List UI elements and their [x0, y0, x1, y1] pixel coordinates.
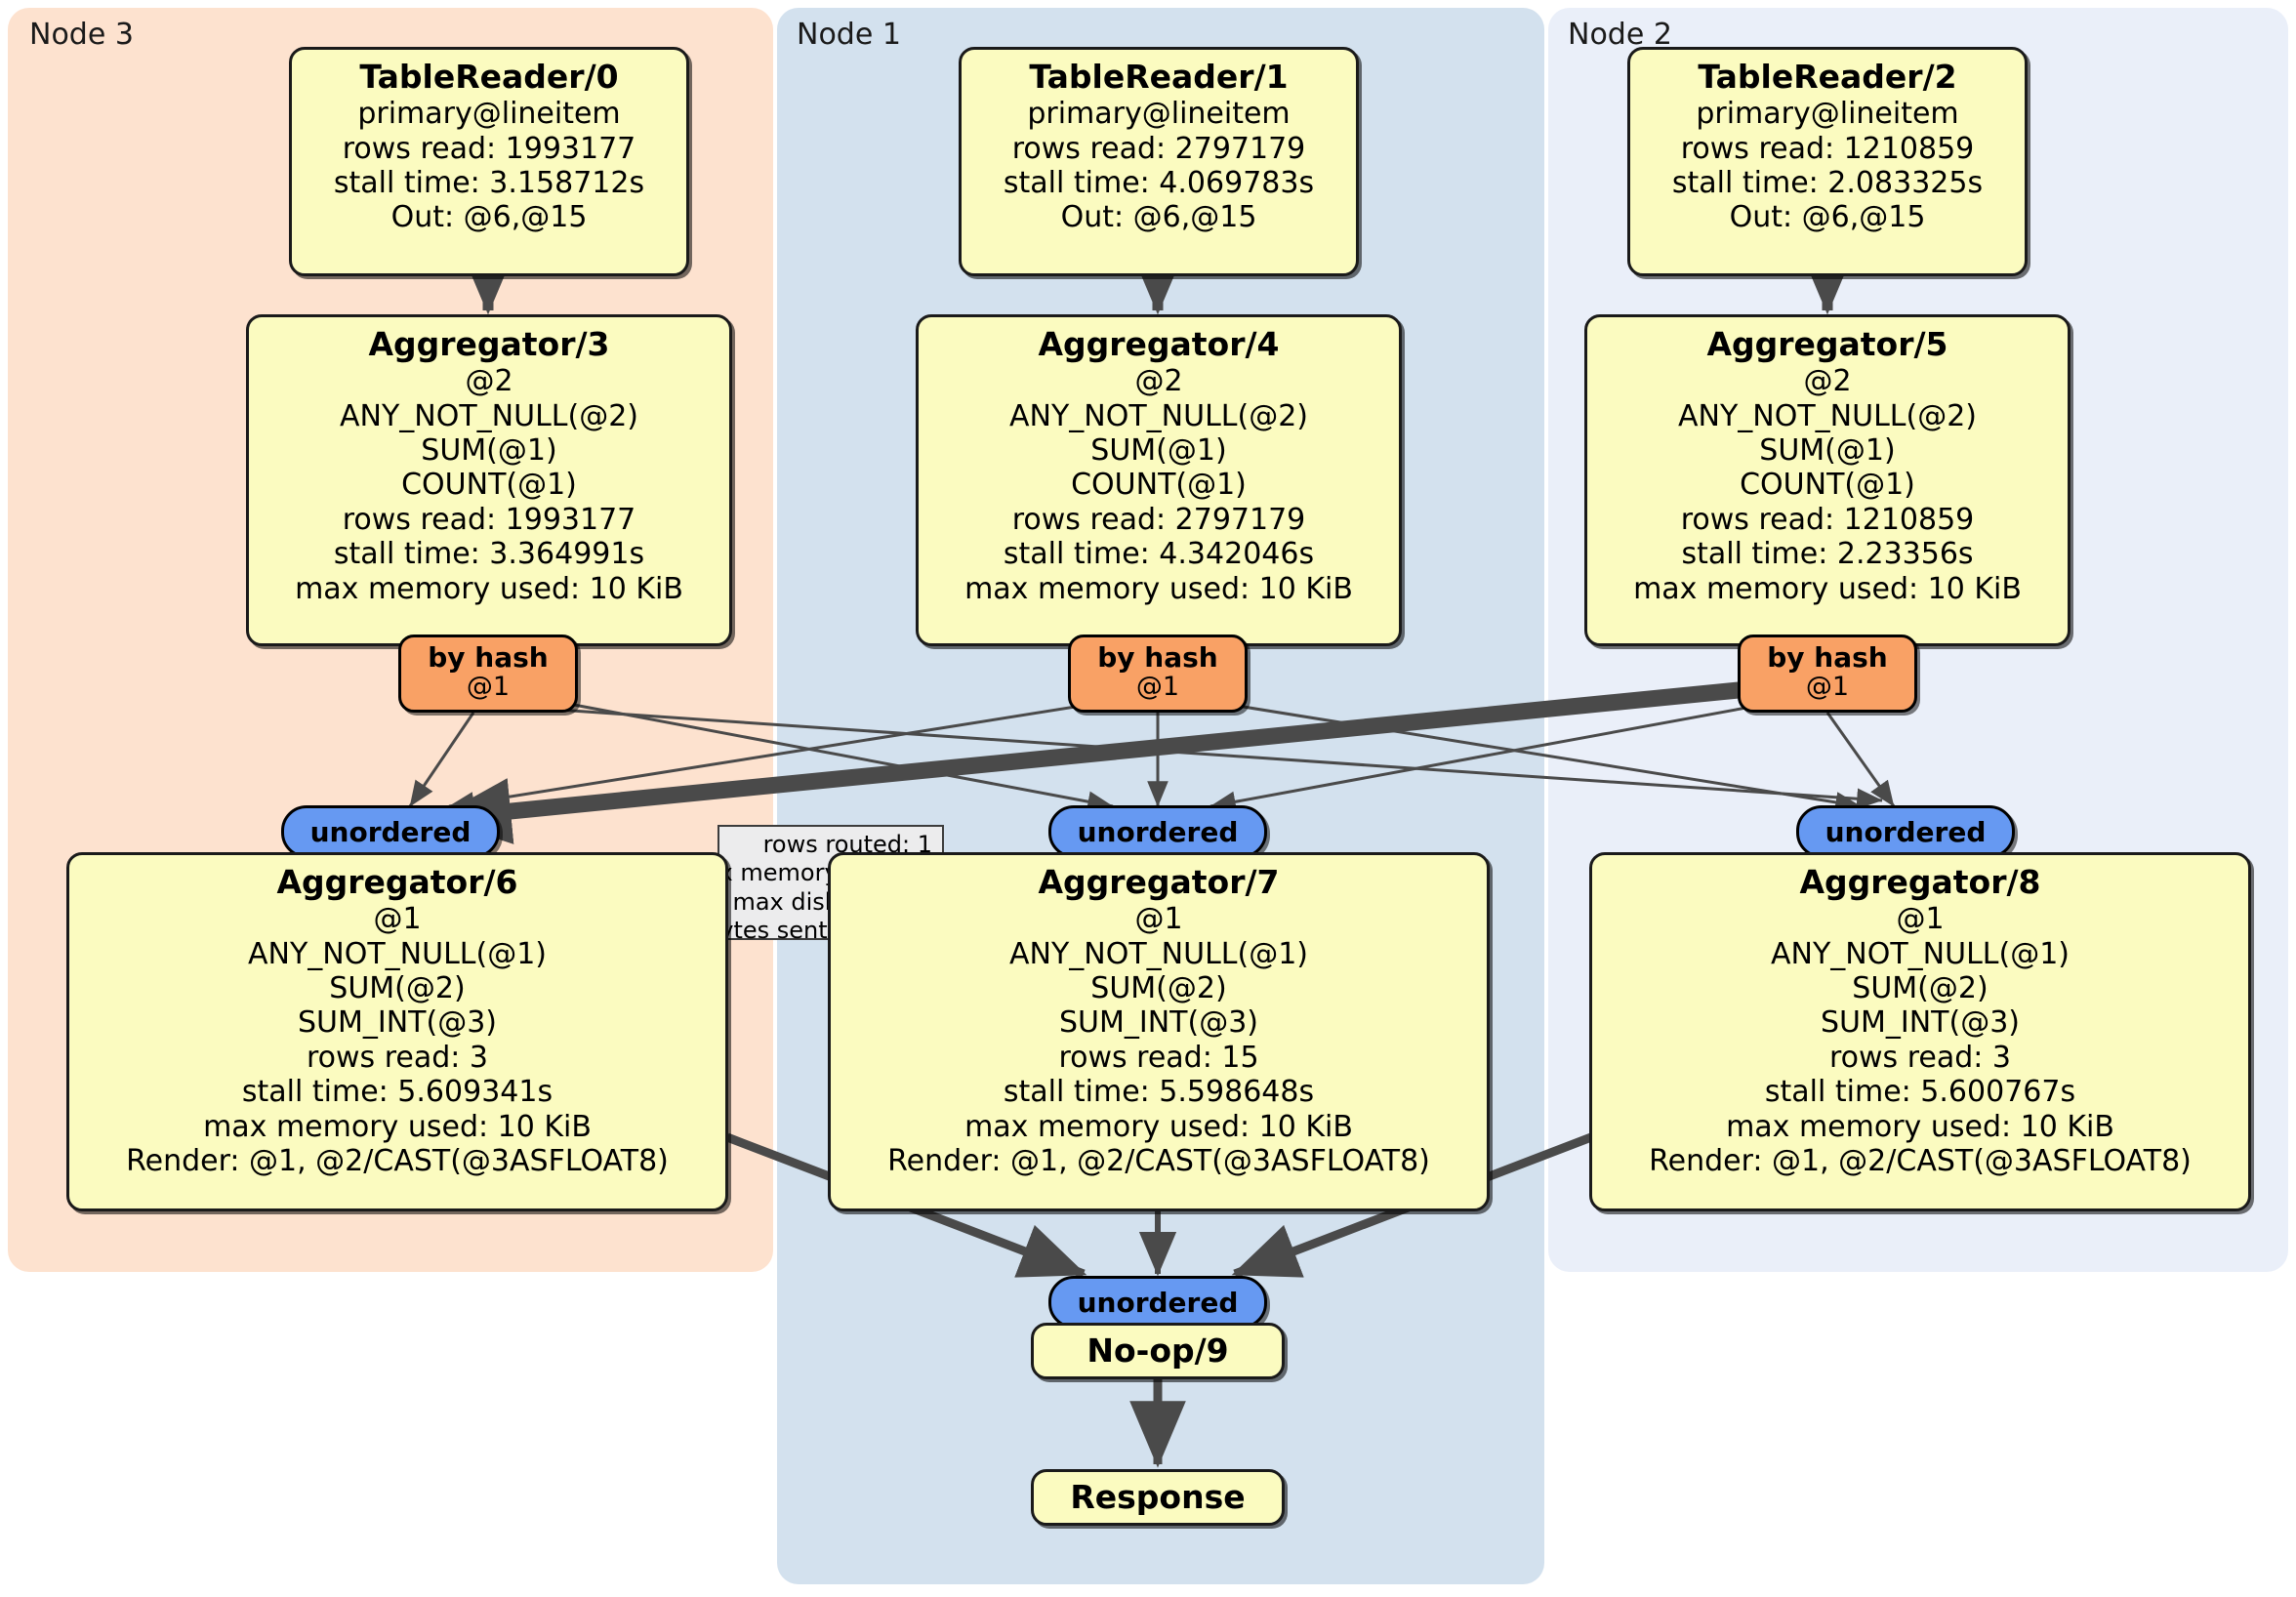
processor-detail: @2: [1134, 364, 1183, 399]
router-title: by hash: [1097, 640, 1218, 674]
processor-detail: stall time: 3.158712s: [333, 166, 645, 201]
processor-title: Aggregator/7: [1038, 863, 1280, 901]
processor-detail: primary@lineitem: [1027, 97, 1291, 132]
processor-detail: max memory used: 10 KiB: [1726, 1109, 2114, 1144]
processor-tablereader-2[interactable]: TableReader/2 primary@lineitem rows read…: [1627, 47, 2028, 276]
processor-detail: ANY_NOT_NULL(@1): [248, 936, 547, 971]
processor-detail: @1: [1896, 902, 1945, 937]
processor-aggregator-7[interactable]: Aggregator/7 @1 ANY_NOT_NULL(@1) SUM(@2)…: [828, 852, 1490, 1211]
processor-detail: stall time: 4.342046s: [1003, 537, 1315, 572]
processor-aggregator-4[interactable]: Aggregator/4 @2 ANY_NOT_NULL(@2) SUM(@1)…: [916, 314, 1402, 646]
processor-tablereader-0[interactable]: TableReader/0 primary@lineitem rows read…: [289, 47, 689, 276]
processor-title: TableReader/1: [1029, 58, 1289, 96]
processor-detail: @2: [1803, 364, 1852, 399]
processor-detail: SUM_INT(@3): [1059, 1005, 1258, 1041]
processor-detail: SUM(@2): [329, 971, 466, 1006]
processor-detail: SUM(@2): [1090, 971, 1227, 1006]
processor-title: Aggregator/8: [1799, 863, 2041, 901]
processor-detail: primary@lineitem: [1696, 97, 1959, 132]
processor-render: Render: @1, @2/CAST(@3ASFLOAT8): [1649, 1143, 2192, 1178]
processor-response[interactable]: Response: [1031, 1469, 1285, 1526]
processor-detail: max memory used: 10 KiB: [1633, 571, 2022, 606]
cluster-label-node-1: Node 1: [797, 18, 901, 52]
processor-detail: Out: @6,@15: [390, 200, 588, 235]
processor-detail: rows read: 15: [1058, 1040, 1259, 1075]
cluster-label-node-2: Node 2: [1568, 18, 1672, 52]
router-by-hash-node-3[interactable]: by hash @1: [398, 635, 578, 713]
router-title: by hash: [428, 640, 549, 674]
processor-tablereader-1[interactable]: TableReader/1 primary@lineitem rows read…: [959, 47, 1359, 276]
processor-aggregator-3[interactable]: Aggregator/3 @2 ANY_NOT_NULL(@2) SUM(@1)…: [246, 314, 732, 646]
processor-detail: rows read: 1210859: [1680, 131, 1975, 166]
processor-title: Aggregator/6: [276, 863, 518, 901]
processor-detail: max memory used: 10 KiB: [964, 1109, 1353, 1144]
processor-detail: stall time: 2.083325s: [1671, 166, 1984, 201]
processor-aggregator-5[interactable]: Aggregator/5 @2 ANY_NOT_NULL(@2) SUM(@1)…: [1584, 314, 2070, 646]
processor-detail: stall time: 2.23356s: [1681, 537, 1974, 572]
processor-detail: ANY_NOT_NULL(@1): [1009, 936, 1308, 971]
processor-title: Response: [1070, 1477, 1246, 1516]
receiver-unordered-node-2[interactable]: unordered: [1796, 805, 2015, 858]
processor-detail: max memory used: 10 KiB: [964, 571, 1353, 606]
processor-detail: ANY_NOT_NULL(@1): [1771, 936, 2070, 971]
processor-detail: stall time: 4.069783s: [1003, 166, 1315, 201]
router-by-hash-node-1[interactable]: by hash @1: [1068, 635, 1248, 713]
processor-detail: SUM(@1): [421, 433, 557, 469]
processor-detail: rows read: 3: [1828, 1040, 2012, 1075]
processor-detail: @1: [1134, 902, 1183, 937]
processor-detail: COUNT(@1): [1740, 468, 1915, 503]
processor-detail: Out: @6,@15: [1060, 200, 1257, 235]
router-title: by hash: [1767, 640, 1888, 674]
processor-detail: max memory used: 10 KiB: [295, 571, 683, 606]
processor-title: TableReader/2: [1698, 58, 1957, 96]
processor-detail: Out: @6,@15: [1729, 200, 1926, 235]
processor-detail: SUM(@1): [1090, 433, 1227, 469]
processor-detail: SUM(@2): [1852, 971, 1988, 1006]
processor-noop-9[interactable]: No-op/9: [1031, 1323, 1285, 1379]
processor-detail: rows read: 1210859: [1680, 502, 1975, 537]
processor-detail: SUM_INT(@3): [298, 1005, 497, 1041]
processor-detail: rows read: 3: [306, 1040, 489, 1075]
processor-detail: stall time: 5.598648s: [1003, 1075, 1315, 1110]
receiver-label: unordered: [309, 815, 472, 848]
processor-title: Aggregator/5: [1706, 325, 1948, 363]
processor-detail: @2: [465, 364, 513, 399]
processor-detail: ANY_NOT_NULL(@2): [1678, 398, 1977, 433]
router-column: @1: [466, 672, 511, 703]
receiver-label: unordered: [1824, 815, 1987, 848]
processor-detail: rows read: 1993177: [342, 502, 636, 537]
processor-detail: COUNT(@1): [1071, 468, 1247, 503]
processor-detail: ANY_NOT_NULL(@2): [1009, 398, 1308, 433]
router-column: @1: [1805, 672, 1850, 703]
processor-detail: ANY_NOT_NULL(@2): [340, 398, 638, 433]
processor-title: Aggregator/3: [368, 325, 610, 363]
processor-title: TableReader/0: [359, 58, 619, 96]
processor-detail: @1: [373, 902, 422, 937]
processor-detail: rows read: 2797179: [1011, 131, 1306, 166]
processor-aggregator-8[interactable]: Aggregator/8 @1 ANY_NOT_NULL(@1) SUM(@2)…: [1589, 852, 2251, 1211]
processor-detail: COUNT(@1): [401, 468, 577, 503]
processor-detail: stall time: 5.609341s: [241, 1075, 554, 1110]
receiver-unordered-node-1[interactable]: unordered: [1048, 805, 1267, 858]
processor-detail: stall time: 3.364991s: [333, 537, 645, 572]
processor-detail: rows read: 1993177: [342, 131, 636, 166]
processor-render: Render: @1, @2/CAST(@3ASFLOAT8): [887, 1143, 1430, 1178]
processor-render: Render: @1, @2/CAST(@3ASFLOAT8): [126, 1143, 669, 1178]
router-by-hash-node-2[interactable]: by hash @1: [1738, 635, 1917, 713]
processor-aggregator-6[interactable]: Aggregator/6 @1 ANY_NOT_NULL(@1) SUM(@2)…: [66, 852, 728, 1211]
processor-detail: max memory used: 10 KiB: [203, 1109, 592, 1144]
processor-detail: rows read: 2797179: [1011, 502, 1306, 537]
receiver-unordered-final[interactable]: unordered: [1048, 1276, 1267, 1329]
processor-detail: stall time: 5.600767s: [1764, 1075, 2076, 1110]
processor-title: No-op/9: [1086, 1331, 1229, 1370]
processor-detail: SUM(@1): [1759, 433, 1896, 469]
processor-title: Aggregator/4: [1038, 325, 1280, 363]
cluster-label-node-3: Node 3: [29, 18, 134, 52]
receiver-unordered-node-3[interactable]: unordered: [281, 805, 500, 858]
processor-detail: SUM_INT(@3): [1821, 1005, 2020, 1041]
router-column: @1: [1135, 672, 1180, 703]
receiver-label: unordered: [1077, 815, 1239, 848]
receiver-label: unordered: [1077, 1286, 1239, 1319]
processor-detail: primary@lineitem: [357, 97, 621, 132]
